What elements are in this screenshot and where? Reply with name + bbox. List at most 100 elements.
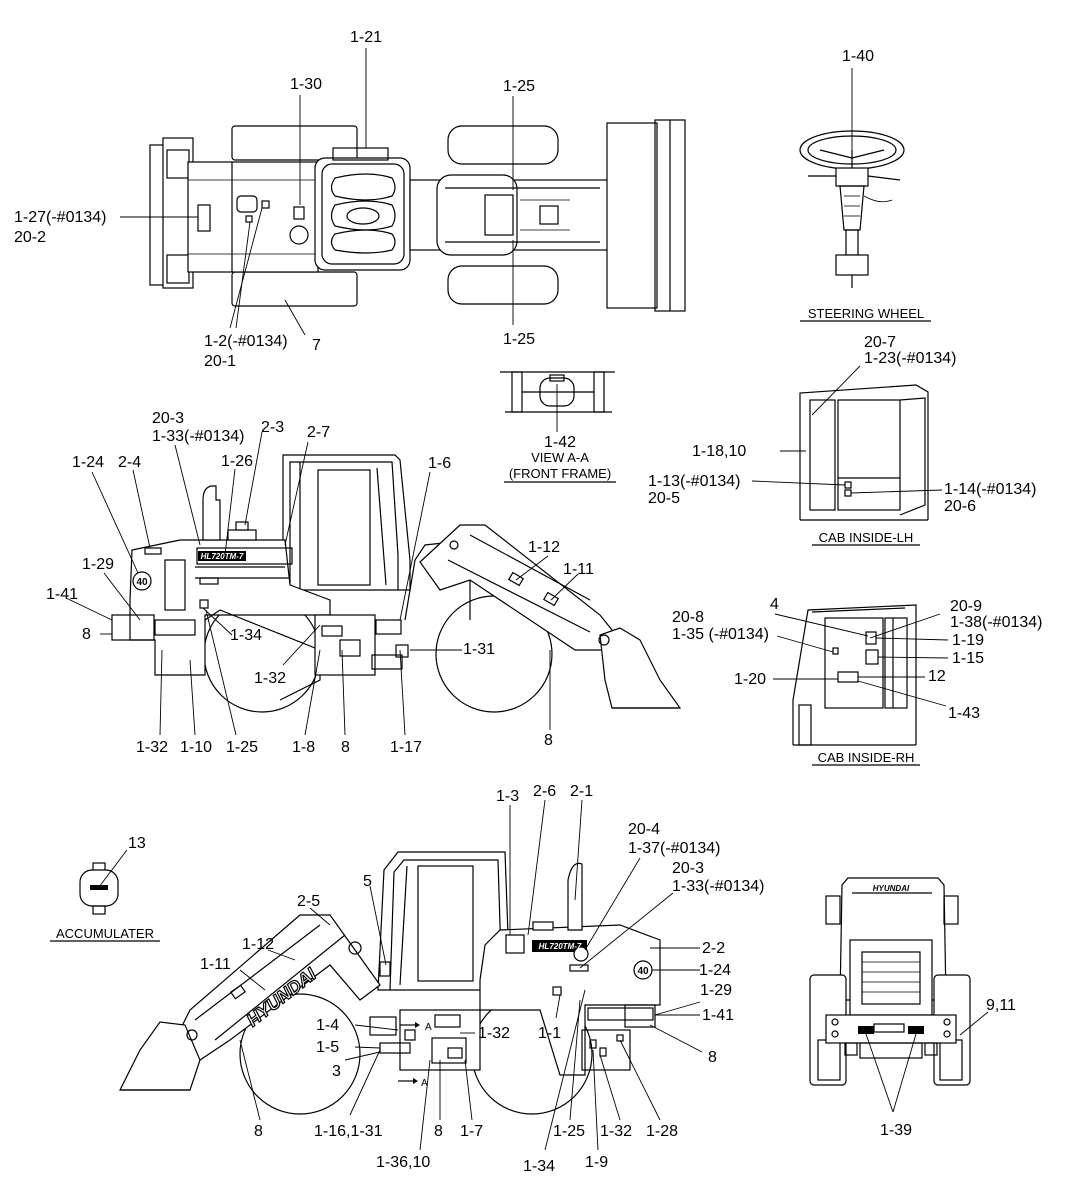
- callout-top-1-27: 1-27(-#0134): [14, 209, 107, 226]
- callout-view-1-42: 1-42: [544, 434, 576, 451]
- callout-left-1-32-low: 1-32: [136, 739, 168, 756]
- callout-cab-lh-1-23: 1-23(-#0134): [864, 350, 957, 367]
- callout-right-1-4: 1-4: [316, 1017, 339, 1034]
- callout-cab-lh-20-5: 20-5: [648, 490, 680, 507]
- rear-view-leaders: [865, 1011, 989, 1113]
- callout-right-1-12: 1-12: [242, 936, 274, 953]
- caption-front-frame: (FRONT FRAME): [509, 466, 611, 481]
- callout-top-20-1: 20-1: [204, 353, 236, 370]
- cab-lh-leaders: [751, 365, 943, 494]
- caption-steering-wheel: STEERING WHEEL: [808, 306, 924, 321]
- callout-top-1-21: 1-21: [350, 29, 382, 46]
- callout-right-20-4: 20-4: [628, 821, 660, 838]
- cab-rh-leaders: [773, 613, 949, 707]
- callout-left-8-mid: 8: [341, 739, 350, 756]
- callout-top-1-25-upper: 1-25: [503, 78, 535, 95]
- callout-right-1-28: 1-28: [646, 1123, 678, 1140]
- cab-lh-drawing: [799, 384, 929, 521]
- sign-40-right: 40: [637, 966, 649, 977]
- right-side-view-drawing: [119, 851, 661, 1115]
- callout-cab-rh-1-43: 1-43: [948, 705, 980, 722]
- rear-view-drawing: [809, 877, 971, 1086]
- callout-top-7: 7: [312, 337, 321, 354]
- callout-left-1-25: 1-25: [226, 739, 258, 756]
- callout-cab-lh-1-13: 1-13(-#0134): [648, 473, 741, 490]
- callout-right-1-24: 1-24: [699, 962, 731, 979]
- callout-right-1-32-mid: 1-32: [478, 1025, 510, 1042]
- callout-right-1-5: 1-5: [316, 1039, 339, 1056]
- callout-right-1-7: 1-7: [460, 1123, 483, 1140]
- callout-right-8-right: 8: [708, 1049, 717, 1066]
- callout-right-5: 5: [363, 873, 372, 890]
- callout-left-2-7: 2-7: [307, 424, 330, 441]
- callout-left-1-31: 1-31: [463, 641, 495, 658]
- callout-right-8-mid: 8: [434, 1123, 443, 1140]
- callout-cab-rh-20-9: 20-9: [950, 598, 982, 615]
- callout-right-1-33: 1-33(-#0134): [672, 878, 765, 895]
- callout-left-8-front: 8: [544, 732, 553, 749]
- callout-steering-1-40: 1-40: [842, 48, 874, 65]
- callout-cab-lh-1-14: 1-14(-#0134): [944, 481, 1037, 498]
- callout-rear-9-11: 9,11: [986, 997, 1016, 1014]
- callout-left-1-32-mid: 1-32: [254, 670, 286, 687]
- callout-right-1-34: 1-34: [523, 1158, 555, 1175]
- callout-left-20-3: 20-3: [152, 410, 184, 427]
- callout-right-8-bucket: 8: [254, 1123, 263, 1140]
- callout-cab-rh-1-15: 1-15: [952, 650, 984, 667]
- steering-wheel-drawing: [799, 130, 905, 288]
- callout-left-2-4: 2-4: [118, 454, 141, 471]
- callout-cab-lh-1-18-10: 1-18,10: [692, 443, 746, 460]
- callout-left-1-26: 1-26: [221, 453, 253, 470]
- callout-right-20-3: 20-3: [672, 860, 704, 877]
- callout-left-1-6: 1-6: [428, 455, 451, 472]
- callout-right-1-16-1-31: 1-16,1-31: [314, 1123, 383, 1140]
- callout-left-1-11: 1-11: [563, 561, 594, 578]
- brand-logo-rear: HYUNDAI: [873, 884, 910, 893]
- callout-cab-rh-20-8: 20-8: [672, 609, 704, 626]
- callout-right-1-29: 1-29: [700, 982, 732, 999]
- callout-cab-lh-20-7: 20-7: [864, 334, 896, 351]
- callout-left-1-17: 1-17: [390, 739, 422, 756]
- model-badge-left: HL720TM-7: [198, 551, 246, 561]
- callout-cab-rh-1-19: 1-19: [952, 632, 984, 649]
- cab-rh-drawing: [792, 604, 917, 746]
- callout-top-1-25-lower: 1-25: [503, 331, 535, 348]
- left-side-view-drawing: [111, 454, 682, 713]
- callout-cab-rh-1-20: 1-20: [734, 671, 766, 688]
- caption-accumulater: ACCUMULATER: [56, 926, 154, 941]
- left-side-view-leaders: [65, 431, 579, 736]
- callout-cab-rh-4: 4: [770, 596, 779, 613]
- callout-right-3: 3: [332, 1063, 341, 1080]
- section-arrows: A A: [398, 1022, 432, 1089]
- callout-rear-1-39: 1-39: [880, 1122, 912, 1139]
- view-aa-drawing: [500, 371, 615, 413]
- callout-accumulater-13: 13: [128, 835, 146, 852]
- callout-right-1-1: 1-1: [538, 1025, 561, 1042]
- top-view-leaders: [120, 48, 514, 336]
- caption-cab-inside-lh: CAB INSIDE-LH: [819, 530, 914, 545]
- callout-left-1-29: 1-29: [82, 556, 114, 573]
- accumulater-drawing: [79, 862, 119, 915]
- sign-40-left: 40: [136, 577, 148, 588]
- top-view-drawing: [149, 119, 686, 312]
- callout-cab-lh-20-6: 20-6: [944, 498, 976, 515]
- callout-right-1-36-10: 1-36,10: [376, 1154, 430, 1171]
- callout-right-2-6: 2-6: [533, 783, 556, 800]
- callout-cab-rh-12: 12: [928, 668, 946, 685]
- callout-left-1-34: 1-34: [230, 627, 262, 644]
- callout-cab-rh-1-35: 1-35 (-#0134): [672, 626, 769, 643]
- callout-left-8-rear: 8: [82, 626, 91, 643]
- svg-text:A: A: [421, 1078, 428, 1089]
- callout-right-2-1: 2-1: [570, 783, 593, 800]
- callout-left-1-24: 1-24: [72, 454, 104, 471]
- callout-right-1-3: 1-3: [496, 788, 519, 805]
- callout-top-1-2: 1-2(-#0134): [204, 333, 288, 350]
- caption-cab-inside-rh: CAB INSIDE-RH: [818, 750, 915, 765]
- callout-right-1-37: 1-37(-#0134): [628, 840, 721, 857]
- svg-text:A: A: [425, 1022, 432, 1033]
- callout-right-1-25: 1-25: [553, 1123, 585, 1140]
- callout-left-1-8: 1-8: [292, 739, 315, 756]
- callout-right-2-2: 2-2: [702, 940, 725, 957]
- callout-top-1-30: 1-30: [290, 76, 322, 93]
